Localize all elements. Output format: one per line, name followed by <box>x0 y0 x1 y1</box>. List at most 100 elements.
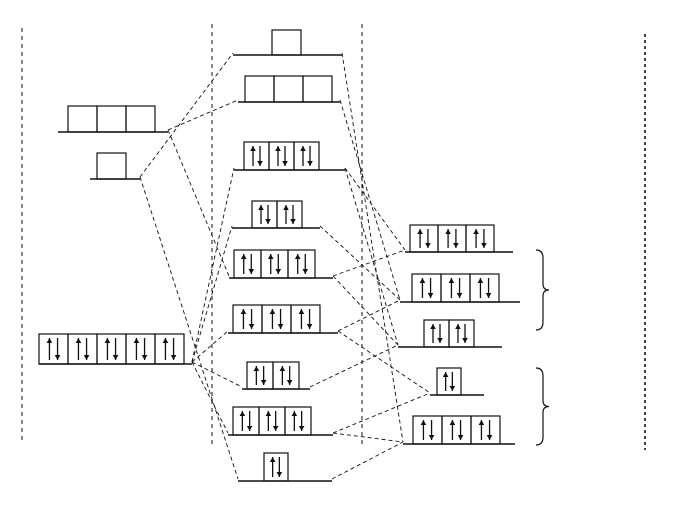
ligand-level-5 <box>403 415 515 445</box>
mo-antibonding-triple <box>238 75 340 103</box>
spin-down-arrow-head <box>257 161 263 166</box>
spin-down-arrow-head <box>112 355 119 360</box>
orbital-box <box>154 333 185 365</box>
spin-down-arrow-head <box>437 338 443 343</box>
orbital-box <box>38 333 69 365</box>
ligand-level-2 <box>400 273 520 303</box>
orbital-box <box>233 249 262 279</box>
correlation-line <box>191 330 229 363</box>
orbital-box <box>436 367 462 396</box>
orbital-box-outline <box>263 452 289 482</box>
orbital-box-outline <box>38 333 69 365</box>
spin-down-arrow-head <box>272 426 279 431</box>
mo-level-5 <box>229 249 333 279</box>
orbital-box-outline <box>251 200 278 229</box>
orbital-box-outline <box>232 406 260 436</box>
orbital-box-outline <box>409 224 439 253</box>
spin-up-arrow-head <box>258 205 264 210</box>
spin-down-arrow-head <box>248 324 255 329</box>
spin-up-arrow-head <box>269 457 276 462</box>
spin-down-arrow-head <box>141 355 148 360</box>
orbital-box-outline <box>96 333 127 365</box>
orbital-box <box>287 249 316 279</box>
correlation-lines <box>139 52 431 480</box>
orbital-box <box>67 105 98 133</box>
correlation-line <box>139 176 239 480</box>
spin-up-arrow-head <box>269 309 276 314</box>
correlation-line <box>191 361 243 388</box>
orbital-box-outline <box>244 75 275 103</box>
grouping-brackets <box>535 249 550 446</box>
correlation-line <box>309 344 399 388</box>
spin-up-arrow-head <box>46 338 53 343</box>
orbital-box <box>290 304 321 334</box>
ligand-level-4 <box>430 367 484 396</box>
orbital-box-outline <box>423 319 450 348</box>
orbital-box <box>67 333 98 365</box>
orbital-box-outline <box>284 406 312 436</box>
orbital-box <box>232 406 260 436</box>
orbital-box-outline <box>125 333 156 365</box>
spin-up-arrow-head <box>478 420 485 425</box>
ligand-level-1 <box>405 224 513 253</box>
spin-down-arrow-head <box>449 386 456 391</box>
orbital-box <box>232 304 263 334</box>
spin-down-arrow-head <box>427 293 434 298</box>
spin-up-arrow-head <box>133 338 140 343</box>
spin-up-arrow-head <box>239 411 246 416</box>
lower-ligand-bracket <box>535 367 550 446</box>
orbital-box <box>437 224 467 253</box>
orbital-box-outline <box>470 415 501 445</box>
orbital-box <box>272 361 300 390</box>
orbital-box <box>411 273 442 303</box>
spin-down-arrow-head <box>302 269 309 274</box>
orbital-box-outline <box>258 406 286 436</box>
spin-down-arrow-head <box>462 338 468 343</box>
orbital-box <box>125 333 156 365</box>
correlation-line <box>344 167 399 346</box>
spin-down-arrow-head <box>298 426 305 431</box>
left-d-orbitals <box>38 333 192 365</box>
mo-level-8 <box>228 406 333 436</box>
spin-up-arrow-head <box>448 278 455 283</box>
orbital-box-outline <box>67 105 98 133</box>
orbital-box <box>440 273 471 303</box>
orbital-box <box>448 319 475 348</box>
spin-up-arrow-head <box>240 309 247 314</box>
orbital-box <box>284 406 312 436</box>
orbital-box <box>96 152 127 180</box>
correlation-line <box>191 167 235 363</box>
spin-down-arrow-head <box>306 324 313 329</box>
correlation-line <box>337 330 431 394</box>
spin-down-arrow-head <box>286 380 293 385</box>
orbital-box-outline <box>67 333 98 365</box>
orbital-box-outline <box>465 224 495 253</box>
orbital-box <box>243 141 270 171</box>
spin-down-arrow-head <box>246 426 253 431</box>
orbital-box <box>271 29 302 56</box>
spin-down-arrow-head <box>248 269 255 274</box>
spin-down-arrow-head <box>290 219 296 224</box>
orbital-box <box>412 415 443 445</box>
orbital-box <box>268 141 295 171</box>
spin-down-arrow-head <box>307 161 313 166</box>
orbital-box <box>293 141 320 171</box>
mo-level-6 <box>228 304 338 334</box>
orbital-box <box>263 452 289 482</box>
orbital-box-outline <box>302 75 333 103</box>
orbital-box <box>465 224 495 253</box>
orbital-box <box>125 105 156 133</box>
spin-down-arrow-head <box>481 243 487 248</box>
correlation-line <box>332 392 431 434</box>
spin-down-arrow-head <box>83 355 90 360</box>
correlation-line <box>191 225 233 363</box>
mo-antibonding-top <box>233 29 342 56</box>
spin-down-arrow-head <box>277 324 284 329</box>
spin-up-arrow-head <box>300 146 306 151</box>
correlation-line <box>341 52 404 443</box>
orbital-box-outline <box>96 105 127 133</box>
spin-up-arrow-head <box>291 411 298 416</box>
spin-up-arrow-head <box>250 146 256 151</box>
spin-up-arrow-head <box>294 254 301 259</box>
